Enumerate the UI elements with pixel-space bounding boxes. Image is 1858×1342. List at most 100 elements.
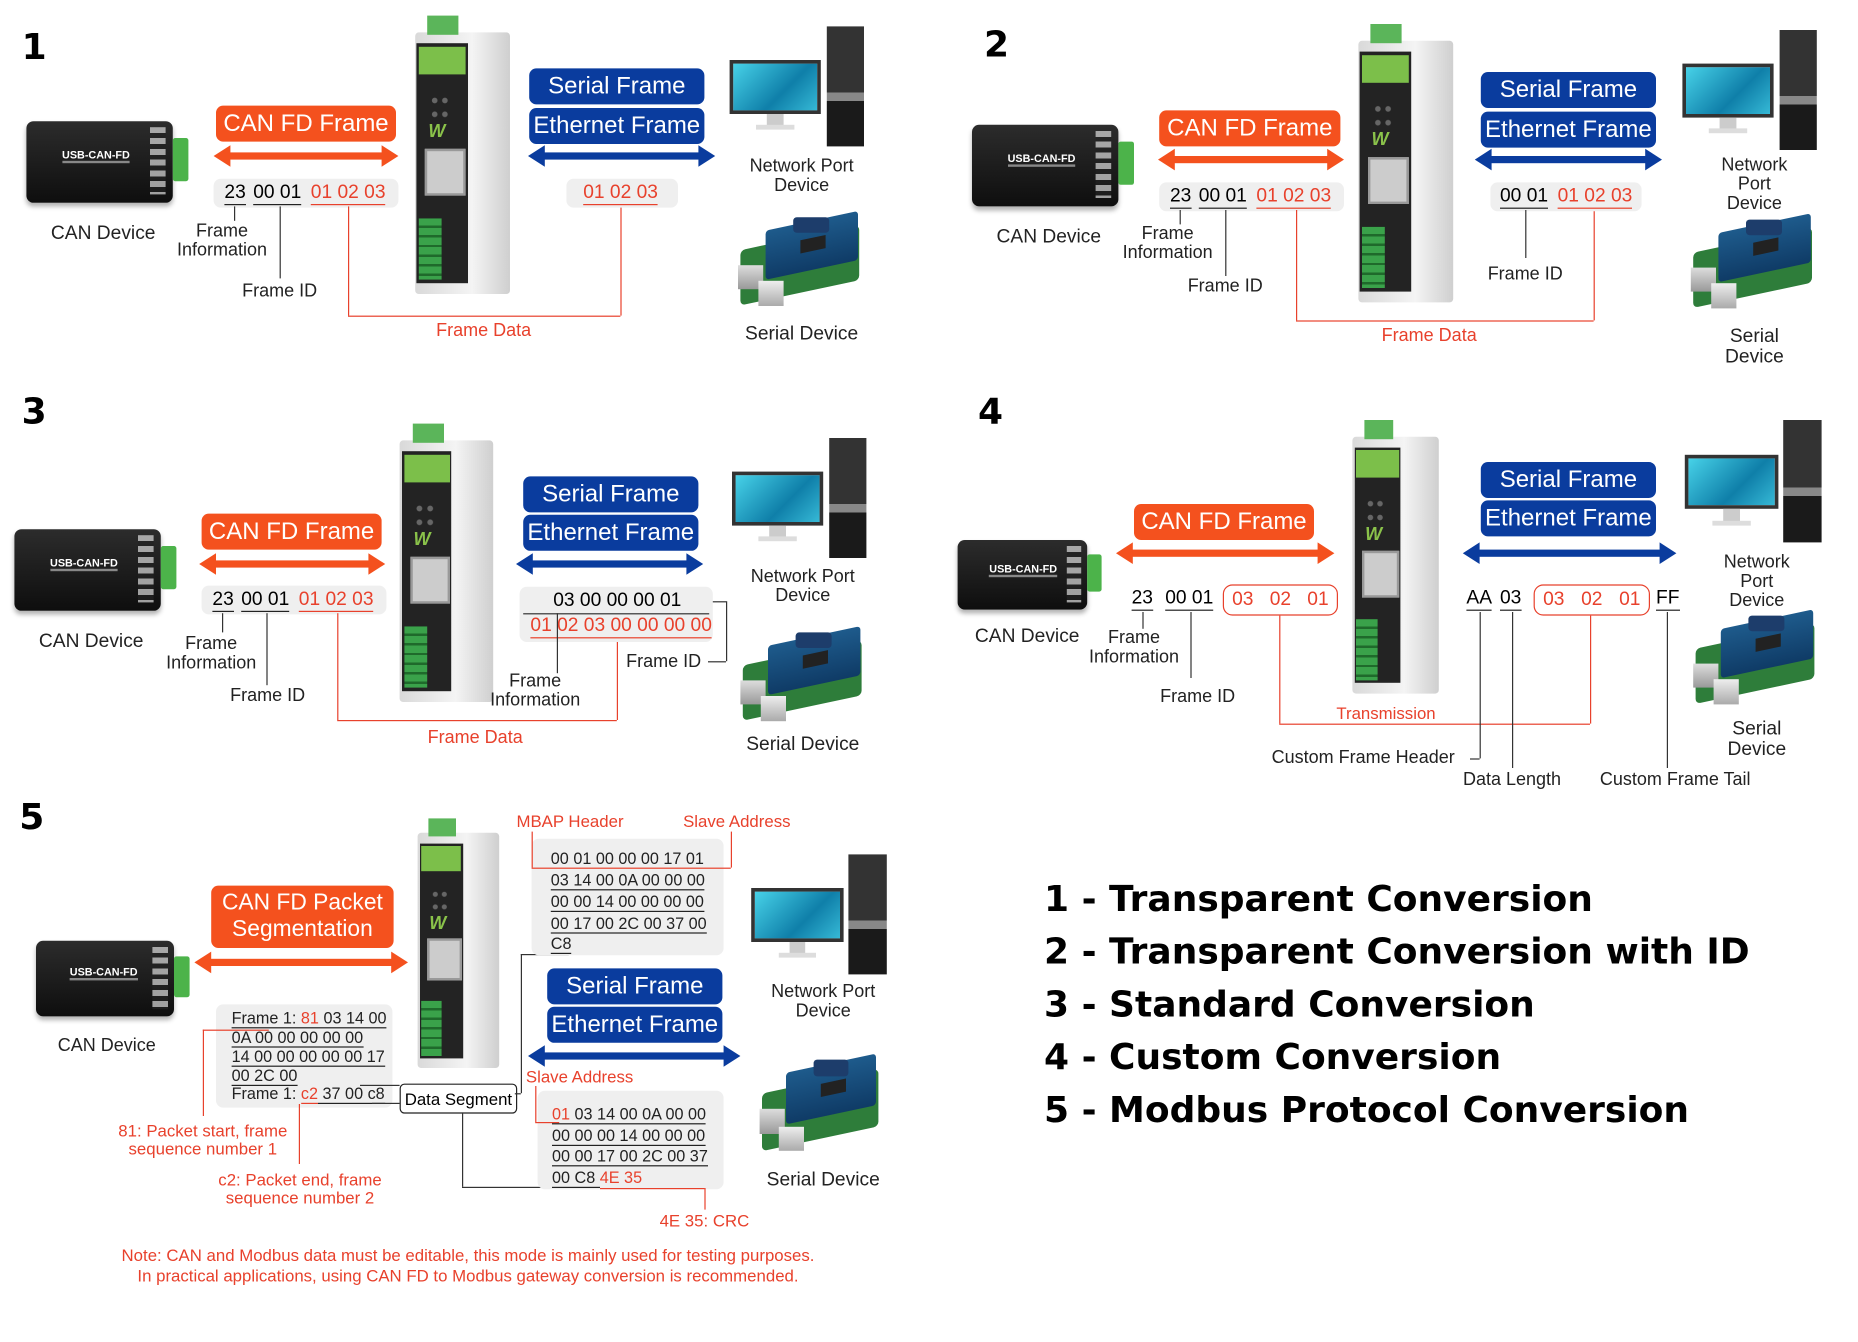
ethernet-line: 00 17 00 2C 00 37 00 xyxy=(550,914,707,934)
converter-image: W xyxy=(1349,420,1445,694)
can-arrow xyxy=(199,553,386,575)
data-byte: 02 xyxy=(1581,589,1603,610)
panel-number: 4 xyxy=(978,391,1004,434)
serial-data-bytes: 01 02 03 xyxy=(1557,186,1633,209)
converter: W xyxy=(414,818,504,1068)
converter-image: W xyxy=(414,818,504,1068)
frame-id-label: Frame ID xyxy=(242,280,318,302)
can-line: 14 00 00 00 00 00 17 xyxy=(231,1047,385,1067)
network-port-device xyxy=(729,26,864,147)
network-port-device xyxy=(732,438,867,558)
frame-id-label-serial: Frame ID xyxy=(1487,264,1563,285)
crc-note: 4E 35: CRC xyxy=(659,1210,750,1230)
frame-info-byte: 23 xyxy=(1131,588,1153,611)
ethernet-line: 00 00 14 00 00 00 00 xyxy=(550,892,704,913)
slave-address-label-top: Slave Address xyxy=(683,811,791,831)
panel-number: 2 xyxy=(984,24,1010,66)
can-fd-frame-badge: CAN FD Frame xyxy=(1134,504,1314,540)
can-device: USB-CAN-FD xyxy=(14,522,177,618)
frame-information-label: Frame Information xyxy=(1088,627,1180,667)
mbap-line: 00 01 00 00 00 17 01 xyxy=(550,849,704,868)
can-device-logo: USB-CAN-FD xyxy=(62,149,130,163)
serial-data-box xyxy=(1490,182,1642,212)
frame-information-label: Frame Information xyxy=(166,633,257,673)
frame-id-bytes: 00 01 xyxy=(241,589,290,612)
frame-information-label-serial: Frame Information xyxy=(490,670,581,711)
converter-image: W xyxy=(396,423,499,702)
serial-device-label: Serial Device xyxy=(766,1170,880,1191)
legend-item: 1 - Transparent Conversion xyxy=(1044,878,1593,921)
network-port-device xyxy=(751,854,887,975)
can-device-image: USB-CAN-FD xyxy=(957,534,1102,616)
can-device-label: CAN Device xyxy=(50,223,156,244)
can-fd-frame-badge: CAN FD Frame xyxy=(1159,110,1341,147)
can-line: Frame 1: c2 37 00 c8 xyxy=(232,1084,385,1104)
packet-end-note: c2: Packet end, frame sequence number 2 xyxy=(218,1170,382,1207)
slave-address-byte: 01 xyxy=(552,1105,571,1124)
serial-data-box xyxy=(519,586,713,642)
serial-device-label: Serial Device xyxy=(746,734,860,755)
can-device-image: USB-CAN-FD xyxy=(26,114,189,210)
can-bytes: 03 14 00 xyxy=(318,1009,387,1028)
serial-frame-badge: Serial Frame xyxy=(1480,462,1657,499)
network-device-label: Network Port Device xyxy=(771,981,876,1021)
frame-id-bytes: 00 01 xyxy=(1500,186,1549,209)
can-line: Frame 1: 81 03 14 00 xyxy=(231,1009,387,1029)
legend-item: 2 - Transparent Conversion with ID xyxy=(1044,931,1750,974)
network-pc-image xyxy=(732,438,867,558)
legend-item: 3 - Standard Conversion xyxy=(1044,984,1535,1026)
serial-data-box: 03 02 01 xyxy=(1533,584,1651,616)
data-segment-label: Data Segment xyxy=(399,1083,518,1114)
frame-data-bytes: 01 02 03 xyxy=(298,589,374,612)
converter: W xyxy=(410,15,516,294)
data-byte: 02 xyxy=(1269,589,1292,610)
serial-line: 00 00 00 14 00 00 00 xyxy=(552,1126,706,1146)
converter: W xyxy=(1354,24,1460,303)
custom-frame-header-label: Custom Frame Header xyxy=(1271,747,1455,768)
serial-board-image xyxy=(730,204,872,314)
data-byte: 01 xyxy=(1619,589,1641,610)
ethernet-frame-badge: Ethernet Frame xyxy=(1480,111,1657,148)
serial-board-image xyxy=(1682,206,1824,316)
packet-start-byte: 81 xyxy=(300,1009,319,1028)
can-device: USB-CAN-FD xyxy=(26,114,189,210)
frame-data-label: Frame Data xyxy=(427,727,523,748)
data-byte: 01 xyxy=(1307,589,1329,610)
transmission-label: Transmission xyxy=(1336,703,1436,723)
serial-device xyxy=(1685,602,1827,712)
converter: W xyxy=(396,423,499,702)
frame-info-byte: 23 xyxy=(1170,186,1192,209)
can-data-box xyxy=(216,1004,393,1108)
custom-header-byte: AA xyxy=(1466,588,1493,611)
serial-data-bytes: 01 02 03 xyxy=(583,182,658,206)
frame-id-label-serial: Frame ID xyxy=(626,651,702,672)
frame-data-bytes: 01 02 03 xyxy=(1256,186,1332,209)
frame-information-label: Frame Information xyxy=(1122,223,1213,263)
serial-device xyxy=(732,619,874,729)
network-device-label: Network Port Device xyxy=(750,566,855,606)
can-device-image: USB-CAN-FD xyxy=(14,522,177,618)
can-device-image: USB-CAN-FD xyxy=(36,934,190,1024)
serial-line: 00 C8 4E 35 xyxy=(552,1168,642,1188)
ethernet-line: 03 14 00 0A 00 00 00 xyxy=(550,871,705,891)
can-device-logo: USB-CAN-FD xyxy=(989,563,1058,578)
serial-header-line: 03 00 00 00 01 xyxy=(553,590,682,611)
frame-id-bytes: 00 01 xyxy=(1165,588,1214,611)
serial-device-label: Serial Device xyxy=(1725,326,1784,367)
frame-info-byte: 23 xyxy=(224,182,246,206)
ethernet-frame-badge: Ethernet Frame xyxy=(529,108,705,144)
serial-frame-badge: Serial Frame xyxy=(523,476,699,513)
serial-frame-badge: Serial Frame xyxy=(529,68,705,105)
legend-item: 5 - Modbus Protocol Conversion xyxy=(1044,1089,1690,1132)
network-device-label: Network Port Device xyxy=(1721,154,1788,214)
serial-bytes: 03 14 00 0A 00 00 xyxy=(570,1105,707,1124)
ethernet-frame-badge: Ethernet Frame xyxy=(547,1006,723,1043)
serial-board-image xyxy=(732,619,874,729)
custom-tail-byte: FF xyxy=(1656,588,1680,611)
can-arrow xyxy=(213,145,399,167)
serial-device-label: Serial Device xyxy=(745,324,859,345)
can-device-logo: USB-CAN-FD xyxy=(69,966,138,981)
frame-id-label: Frame ID xyxy=(230,685,306,706)
serial-bytes: 00 C8 xyxy=(552,1168,600,1188)
